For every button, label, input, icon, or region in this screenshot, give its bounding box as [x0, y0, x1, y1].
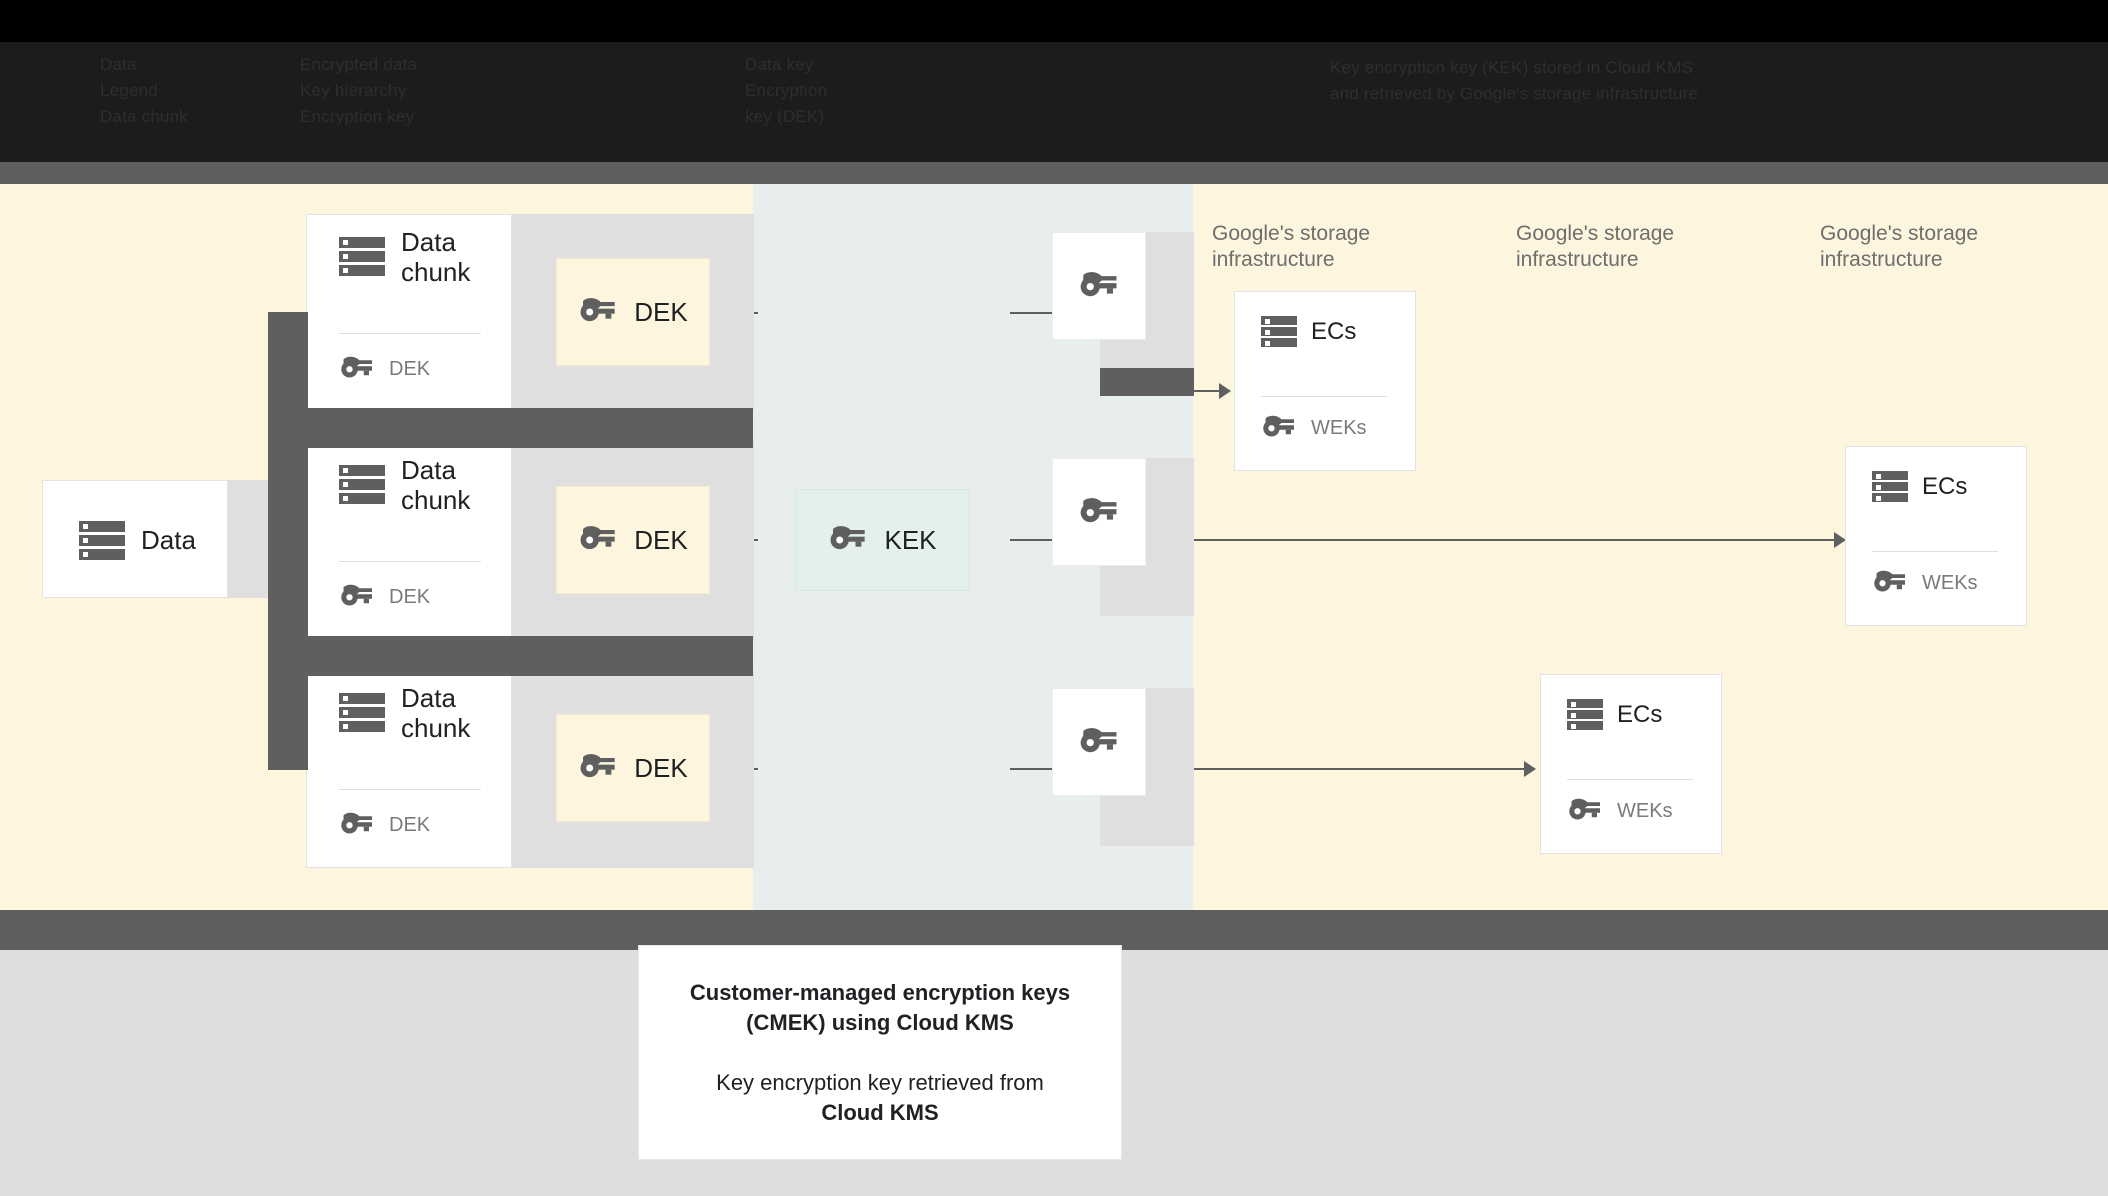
dek-label: DEK	[634, 296, 688, 327]
data-card[interactable]: Data	[42, 480, 228, 598]
storage-icon	[1872, 469, 1908, 505]
chunk-title: Data chunk	[401, 683, 471, 743]
chunk-sub-label: DEK	[389, 586, 431, 608]
dek-label: DEK	[634, 752, 688, 783]
ecs-sub-label: WEKs	[1922, 572, 1978, 594]
card-divider	[1261, 396, 1387, 397]
section-label-3: Google's storage infrastructure	[1820, 222, 1979, 271]
overlay-bar-small	[1100, 368, 1194, 396]
top-legend-inner	[0, 42, 2108, 162]
key-icon	[578, 752, 618, 784]
key-icon	[339, 583, 375, 612]
key-icon	[339, 355, 375, 384]
ecs-title: ECs	[1617, 701, 1663, 728]
legend-column-2: Encrypted data Key hierarchy Encryption …	[300, 55, 418, 126]
data-chunk-card-1[interactable]: Data chunk DEK	[306, 214, 512, 412]
ecs-card-3[interactable]: ECs WEKs	[1540, 674, 1722, 854]
caption-box: Customer-managed encryption keys (CMEK) …	[638, 945, 1122, 1160]
ecs-card-2[interactable]: ECs WEKs	[1845, 446, 2027, 626]
chunk-title: Data chunk	[401, 455, 471, 515]
data-chunk-card-2[interactable]: Data chunk DEK	[306, 442, 512, 640]
overlay-bar-horizontal-2	[268, 636, 753, 676]
arrowhead-ec2	[1834, 532, 1846, 548]
storage-icon	[339, 689, 385, 735]
kek-box[interactable]: KEK	[795, 489, 970, 591]
key-icon	[828, 524, 868, 556]
top-legend-bar: Data Legend Data chunk Encrypted data Ke…	[0, 0, 2108, 162]
ecs-sub-label: WEKs	[1311, 417, 1367, 439]
caption-body-line-1: Key encryption key retrieved from	[716, 1069, 1044, 1095]
arrowhead-ec1	[1219, 383, 1231, 399]
wek-key-tile-3[interactable]	[1052, 688, 1146, 796]
legend-column-3: Data key Encryption key (DEK)	[745, 55, 828, 126]
top-separator-band	[0, 162, 2108, 184]
section-label-2: Google's storage infrastructure	[1516, 222, 1675, 271]
card-divider	[339, 789, 481, 790]
key-icon	[1872, 569, 1908, 598]
connector-kek-to-wek2	[1010, 539, 1052, 541]
kek-label: KEK	[884, 524, 937, 555]
section-label-1: Google's storage infrastructure	[1212, 222, 1371, 271]
overlay-bar-horizontal-1	[268, 408, 753, 448]
key-icon	[1078, 496, 1120, 529]
storage-icon	[339, 233, 385, 279]
dek-label: DEK	[634, 524, 688, 555]
chunk-sub-label: DEK	[389, 358, 431, 380]
chunk-title: Data chunk	[401, 227, 471, 287]
card-divider	[339, 561, 481, 562]
bottom-separator-band	[0, 910, 2108, 950]
storage-icon	[1567, 697, 1603, 733]
dek-box-3[interactable]: DEK	[556, 714, 710, 822]
ecs-sub-label: WEKs	[1617, 800, 1673, 822]
storage-icon	[339, 461, 385, 507]
connector-wek2-to-ec2	[1145, 539, 1845, 541]
connector-wek3-to-ec3	[1145, 768, 1535, 770]
card-divider	[1567, 779, 1693, 780]
ecs-title: ECs	[1311, 318, 1357, 345]
data-card-label: Data	[141, 525, 196, 555]
ecs-card-1[interactable]: ECs WEKs	[1234, 291, 1416, 471]
caption-title-line-2: (CMEK) using Cloud KMS	[746, 1009, 1014, 1035]
caption-body-line-2: Cloud KMS	[821, 1099, 939, 1125]
legend-column-1: Data Legend Data chunk	[100, 55, 188, 126]
key-icon	[1078, 726, 1120, 759]
key-icon	[1078, 270, 1120, 303]
key-icon	[578, 524, 618, 556]
diagram-canvas: Google's storage infrastructure Google's…	[0, 184, 2108, 910]
key-icon	[578, 296, 618, 328]
chunk-sub-label: DEK	[389, 814, 431, 836]
connector-panel-to-wek1	[1010, 312, 1052, 314]
key-icon	[1261, 414, 1297, 443]
wek-key-tile-2[interactable]	[1052, 458, 1146, 566]
wek-key-tile-1[interactable]	[1052, 232, 1146, 340]
key-icon	[1567, 797, 1603, 826]
storage-icon	[79, 517, 125, 563]
caption-title-line-1: Customer-managed encryption keys	[689, 979, 1071, 1005]
data-chunk-card-3[interactable]: Data chunk DEK	[306, 670, 512, 868]
key-icon	[339, 811, 375, 840]
ecs-title: ECs	[1922, 473, 1968, 500]
card-divider	[339, 333, 481, 334]
connector-panel-to-wek3	[1010, 768, 1052, 770]
dek-box-2[interactable]: DEK	[556, 486, 710, 594]
dek-box-1[interactable]: DEK	[556, 258, 710, 366]
legend-column-4: Key encryption key (KEK) stored in Cloud…	[1330, 58, 1699, 103]
arrowhead-ec3	[1524, 761, 1536, 777]
overlay-bar-vertical	[268, 312, 308, 770]
card-divider	[1872, 551, 1998, 552]
storage-icon	[1261, 314, 1297, 350]
